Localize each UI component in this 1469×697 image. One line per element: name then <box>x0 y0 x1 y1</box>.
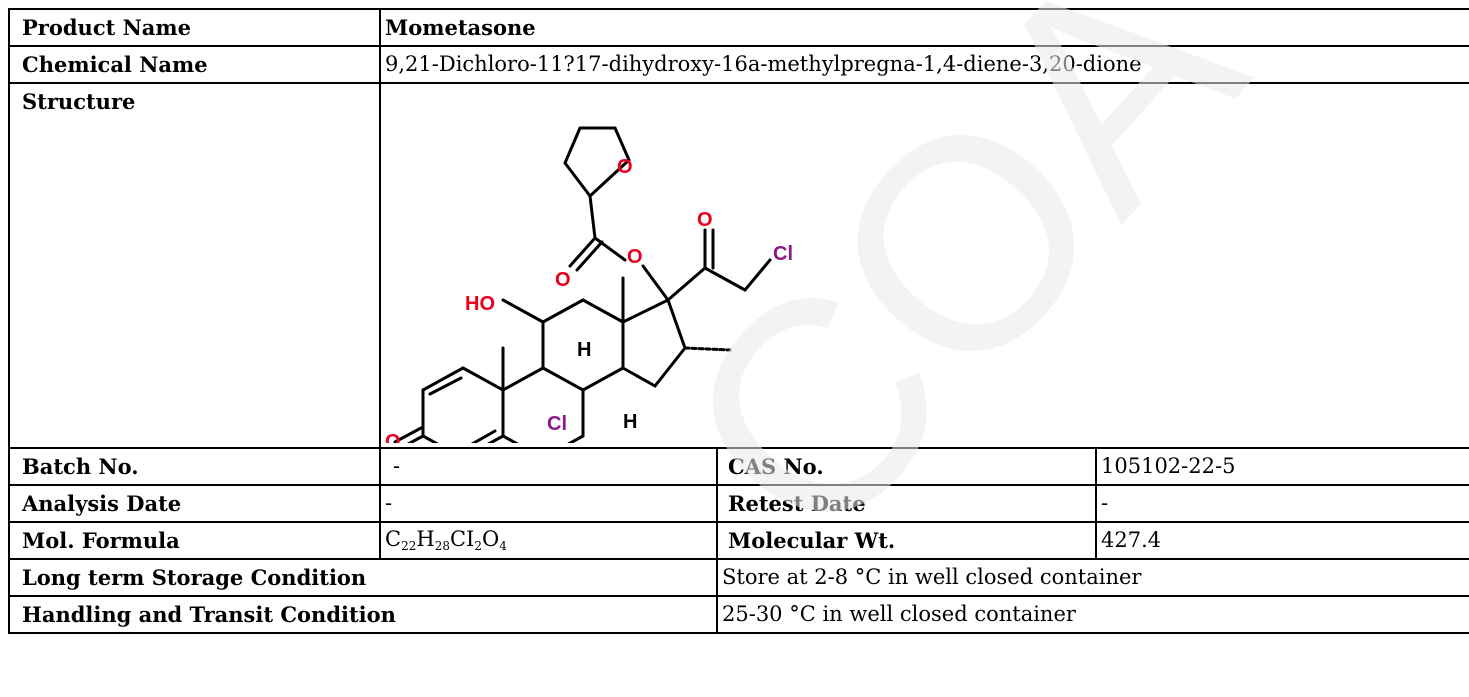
row-product-name: Product Name Mometasone <box>8 8 1469 47</box>
bond <box>743 258 772 292</box>
atom-label-ketone-oxygen: O <box>697 209 713 231</box>
bond <box>588 194 597 240</box>
mol-formula-label: Mol. Formula <box>8 521 381 560</box>
atom-label-ester-carbonyl-oxygen: O <box>555 269 571 291</box>
atom-label-ester-oxygen: O <box>627 246 643 268</box>
storage-condition-label: Long term Storage Condition <box>8 558 718 597</box>
retest-date-value: - <box>1094 484 1469 523</box>
bond <box>501 434 519 443</box>
structure-cell: O O O O Cl HO H H Cl O <box>378 82 1469 449</box>
cas-no-label: CAS No. <box>716 447 1097 486</box>
bond <box>461 366 505 392</box>
bond <box>563 161 592 198</box>
atom-label-hydroxyl: HO <box>465 293 495 315</box>
storage-condition-value: Store at 2-8 °C in well closed container <box>715 558 1469 597</box>
atom-label-c9-chlorine: Cl <box>547 413 567 435</box>
cas-no-value: 105102-22-5 <box>1094 447 1469 486</box>
bond <box>541 298 585 324</box>
bond <box>683 346 732 352</box>
coa-table: Product Name Mometasone Chemical Name 9,… <box>8 8 1469 634</box>
product-name-label: Product Name <box>8 8 381 47</box>
bond <box>428 376 463 396</box>
bond <box>653 346 687 388</box>
bond <box>563 126 582 165</box>
formula-symbol: O <box>481 526 500 551</box>
bond <box>487 434 505 443</box>
row-structure: Structure <box>8 82 1469 449</box>
row-batch: Batch No. - CAS No. 105102-22-5 <box>8 447 1469 486</box>
atom-label-side-chlorine: Cl <box>773 243 793 265</box>
batch-no-value: - <box>379 447 718 486</box>
bond <box>666 266 707 302</box>
bond <box>568 236 597 268</box>
molecular-wt-label: Molecular Wt. <box>716 521 1097 560</box>
atom-label-h14: H <box>623 411 637 433</box>
formula-symbol: H <box>416 526 435 551</box>
bond <box>613 126 631 162</box>
retest-date-label: Retest Date <box>716 484 1097 523</box>
formula-symbol: C <box>385 526 402 551</box>
formula-subscript: 22 <box>401 538 417 553</box>
atom-label-h8: H <box>577 339 591 361</box>
formula-symbol: CI <box>449 526 475 551</box>
row-chemical-name: Chemical Name 9,21-Dichloro-11?17-dihydr… <box>8 45 1469 84</box>
transit-condition-value: 25-30 °C in well closed container <box>715 595 1469 634</box>
bond <box>593 236 627 262</box>
row-formula: Mol. Formula C22H28CI2O4 Molecular Wt. 4… <box>8 521 1469 560</box>
bond <box>406 434 425 443</box>
structure-label: Structure <box>8 82 381 449</box>
bond <box>703 266 747 292</box>
bond <box>641 264 670 302</box>
bond <box>621 366 657 388</box>
bond <box>421 366 465 392</box>
chemical-name-label: Chemical Name <box>8 45 381 84</box>
chemical-name-value: 9,21-Dichloro-11?17-dihydroxy-16a-methyl… <box>378 45 1469 84</box>
bond <box>501 298 545 324</box>
structure-diagram: O O O O Cl HO H H Cl O <box>385 126 793 443</box>
bond <box>621 298 670 324</box>
atom-label-c3-oxygen: O <box>385 431 401 443</box>
bond <box>393 426 423 443</box>
bond <box>575 240 604 272</box>
bond <box>501 366 545 392</box>
bond <box>567 434 585 443</box>
formula-subscript: 28 <box>434 538 450 553</box>
molecular-wt-value: 427.4 <box>1094 521 1469 560</box>
formula-subscript: 4 <box>499 538 507 553</box>
batch-no-label: Batch No. <box>8 447 381 486</box>
formula-subscript: 2 <box>474 538 482 553</box>
bond <box>541 366 585 392</box>
mol-formula-value: C22H28CI2O4 <box>379 521 718 560</box>
bond <box>581 298 625 324</box>
row-transit: Handling and Transit Condition 25-30 °C … <box>8 595 1469 634</box>
analysis-date-value: - <box>379 484 718 523</box>
row-dates: Analysis Date - Retest Date - <box>8 484 1469 523</box>
transit-condition-label: Handling and Transit Condition <box>8 595 718 634</box>
bond <box>588 158 631 198</box>
analysis-date-label: Analysis Date <box>8 484 381 523</box>
atom-label-furan-oxygen: O <box>617 156 633 178</box>
bond <box>666 298 687 350</box>
bond <box>421 434 439 443</box>
product-name-value: Mometasone <box>378 8 1469 47</box>
row-storage: Long term Storage Condition Store at 2-8… <box>8 558 1469 597</box>
bond <box>470 429 497 443</box>
bond <box>581 366 625 392</box>
